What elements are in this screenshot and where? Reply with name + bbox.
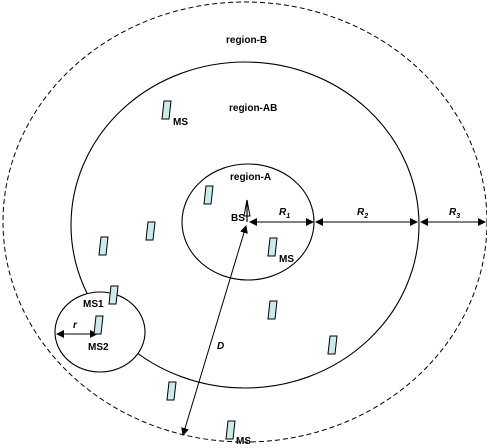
ms-device-icon — [98, 236, 109, 256]
ms-label: MS — [236, 436, 251, 447]
ms-label: MS — [173, 117, 188, 128]
ms1-label: MS1 — [83, 299, 104, 310]
ms-device-icon — [203, 185, 214, 205]
r3-label: R3 — [449, 207, 460, 220]
ms-device-icon — [166, 381, 177, 401]
ms-device-icon — [108, 285, 119, 305]
distance-d-label: D — [217, 341, 224, 352]
ms-label: MS — [279, 254, 294, 265]
region-ab-label: region-AB — [229, 103, 277, 114]
ms-device-icon — [145, 221, 156, 241]
ms-device-icon — [225, 420, 236, 440]
distance-d-arrow — [181, 225, 248, 436]
ms2-label: MS2 — [88, 342, 109, 353]
region-b-label: region-B — [226, 35, 267, 46]
r2-label: R2 — [357, 207, 368, 220]
ms-device-icon — [267, 237, 278, 257]
ms-device-icon — [161, 100, 172, 120]
ms-device-icon — [267, 300, 278, 320]
region-a-label: region-A — [230, 172, 271, 183]
r1-label: R1 — [279, 207, 290, 220]
base-station-icon — [243, 199, 251, 222]
ms-device-icon — [327, 335, 338, 355]
radius-r-label: r — [73, 320, 78, 331]
ms-device-icon — [93, 315, 104, 335]
bs-label: BS — [231, 213, 245, 224]
region-a-boundary — [181, 163, 315, 281]
